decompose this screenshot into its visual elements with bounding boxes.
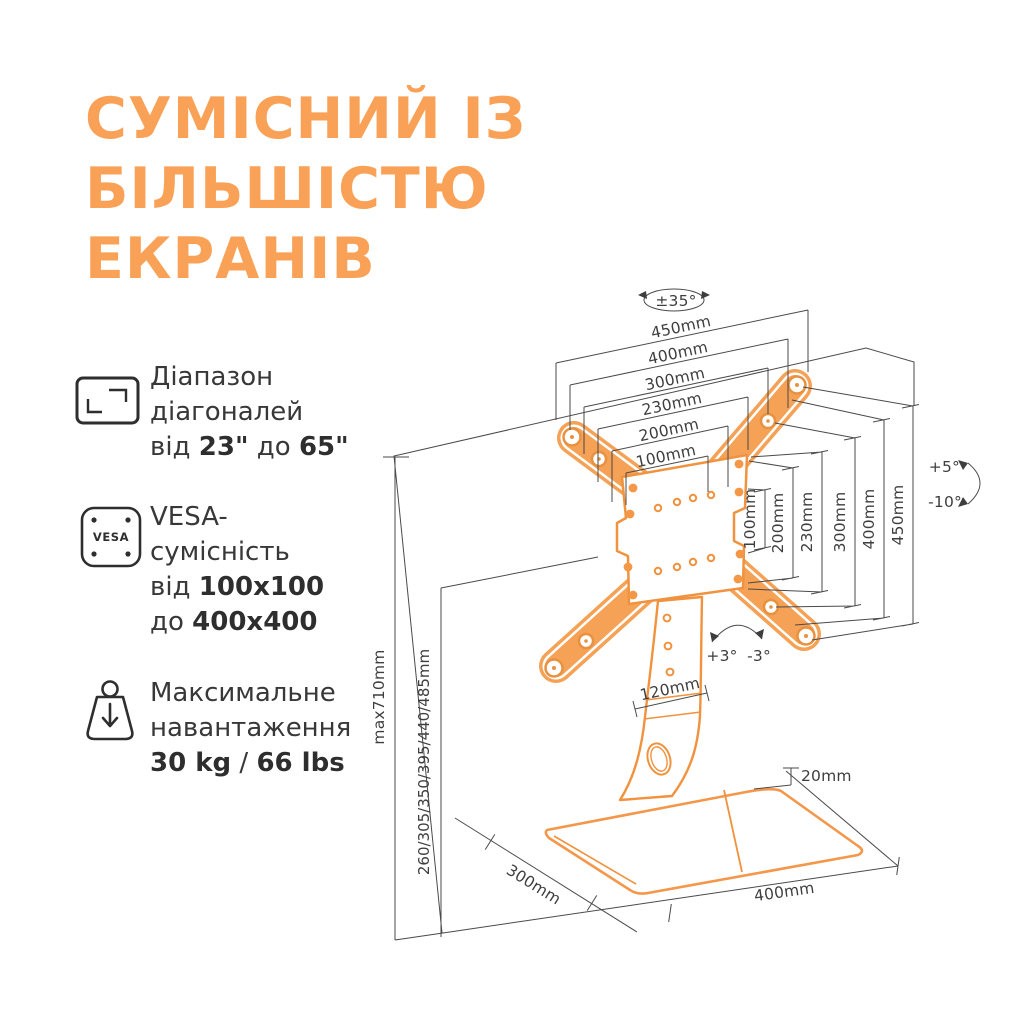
dim-height-100: 100mm: [741, 489, 759, 550]
feature-line: 30 kg / 66 lbs: [150, 748, 345, 778]
feature-line: Діапазон: [150, 362, 274, 392]
feature-max-load: Максимальне навантаження 30 kg / 66 lbs: [150, 676, 420, 781]
max-weight-icon: [86, 680, 134, 741]
dim-swivel: ±35°: [655, 292, 696, 310]
vertical-dimension-lines: 100mm 200mm 230mm 300mm 400mm 450mm: [741, 386, 920, 641]
dim-height-450: 450mm: [889, 485, 907, 546]
swivel-indicator: ±35°: [638, 288, 710, 312]
page-title-line: ЕКРАНІВ: [85, 226, 376, 292]
cable-hole: [646, 742, 672, 776]
feature-vesa: VESA- сумісність від 100x100 до 400x400: [150, 500, 420, 640]
feature-line: VESA-: [150, 502, 228, 532]
arm-holes: [544, 375, 816, 678]
dim-tilt-down: -10°: [928, 493, 962, 511]
tv-outline: [393, 347, 915, 934]
dim-height-230: 230mm: [798, 492, 816, 553]
feature-line: сумісність: [150, 537, 290, 567]
feature-line: навантаження: [150, 713, 352, 743]
feature-line: до 400x400: [150, 607, 318, 637]
dim-level-right: -3°: [747, 647, 771, 665]
height-dimension-lines: max710mm 260/305/350/395/440/485mm: [370, 456, 599, 940]
stand-column: [618, 595, 704, 802]
vesa-icon-label: VESA: [93, 530, 129, 544]
feature-line: від 100x100: [150, 572, 325, 602]
plate-corner-holes: [623, 459, 745, 600]
dim-height-options: 260/305/350/395/440/485mm: [415, 649, 433, 875]
dim-base-width: 400mm: [753, 879, 816, 905]
dim-max-height: max710mm: [370, 649, 388, 744]
vesa-icon: VESA: [80, 506, 142, 568]
plate-inner-holes: [653, 490, 716, 576]
dim-height-300: 300mm: [831, 492, 849, 553]
feature-line: діагоналей: [150, 397, 304, 427]
dim-height-200: 200mm: [769, 493, 787, 554]
base-thickness-dimension: 20mm: [753, 767, 852, 790]
page-title-line: БІЛЬШІСТЮ: [85, 156, 489, 222]
page-title: СУМІСНИЙ ІЗ БІЛЬШІСТЮ ЕКРАНІВ: [85, 84, 526, 294]
dim-base-depth: 300mm: [503, 861, 564, 908]
dim-base-thickness: 20mm: [801, 767, 852, 785]
vesa-plate: [615, 453, 749, 677]
dim-level-left: +3°: [706, 647, 737, 665]
feature-diagonal-range: Діапазон діагоналей від 23" до 65": [150, 360, 420, 465]
dim-height-400: 400mm: [860, 489, 878, 550]
page-title-line: СУМІСНИЙ ІЗ: [85, 86, 527, 152]
base-plate: [544, 787, 864, 895]
screen-diagonal-icon: [75, 376, 140, 425]
floor-lines: [394, 770, 900, 941]
dim-tilt-up: +5°: [929, 458, 960, 476]
dimension-diagram: max710mm 260/305/350/395/440/485mm: [370, 288, 981, 941]
feature-line: від 23" до 65": [150, 432, 349, 462]
level-indicator: +3° -3°: [706, 624, 771, 665]
column-holes: [662, 613, 675, 677]
feature-line: Максимальне: [150, 678, 336, 708]
tilt-indicator: +5° -10°: [928, 458, 981, 511]
